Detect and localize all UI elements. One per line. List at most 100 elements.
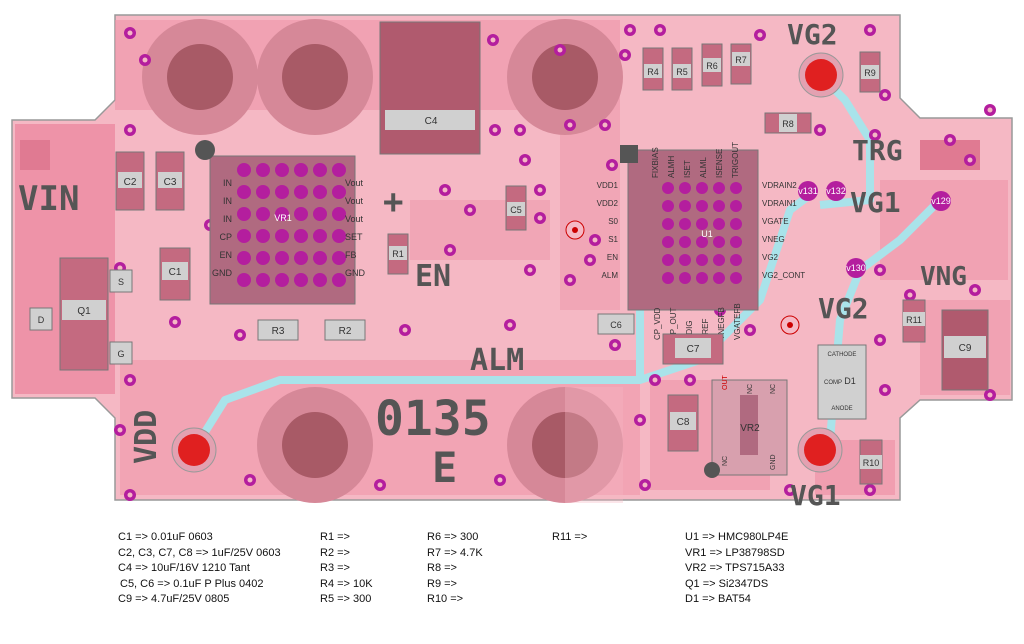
u1-thermal-via bbox=[730, 182, 742, 194]
c9-label: C9 bbox=[959, 343, 972, 354]
via-hole bbox=[172, 319, 178, 325]
u1-pin-label: EN bbox=[607, 253, 618, 262]
bom-line: C9 => 4.7uF/25V 0805 bbox=[118, 593, 230, 606]
q1-pin-s: S bbox=[118, 277, 124, 287]
u1-pin-label: VDRAIN2 bbox=[762, 181, 797, 190]
via-hole bbox=[142, 57, 148, 63]
r6-resistor: R6 bbox=[701, 43, 723, 87]
via-hole bbox=[947, 137, 953, 143]
c8-capacitor: C8 bbox=[667, 394, 699, 452]
via-hole bbox=[757, 32, 763, 38]
u1-thermal-via bbox=[662, 200, 674, 212]
u1-thermal-via bbox=[662, 182, 674, 194]
u1-pin-label: ALMH bbox=[667, 156, 676, 178]
via-hole bbox=[882, 387, 888, 393]
r2-resistor: R2 bbox=[324, 319, 366, 341]
c4-label: C4 bbox=[425, 116, 438, 127]
r8-resistor: R8 bbox=[764, 112, 812, 134]
r3-resistor: R3 bbox=[257, 319, 299, 341]
u1-thermal-via bbox=[679, 272, 691, 284]
u1-thermal-via bbox=[679, 236, 691, 248]
u1-thermal-via bbox=[662, 272, 674, 284]
via-hole bbox=[627, 27, 633, 33]
vr1-pin-label: Vout bbox=[345, 214, 364, 224]
via-hole bbox=[567, 122, 573, 128]
vr1-thermal-via bbox=[332, 229, 346, 243]
r10-resistor: R10 bbox=[859, 439, 883, 485]
bom-column-capacitors: C1 => 0.01uF 0603 C2, C3, C7, C8 => 1uF/… bbox=[118, 530, 281, 608]
via-hole bbox=[527, 267, 533, 273]
via-hole bbox=[687, 377, 693, 383]
q1-pin-d: D bbox=[38, 315, 45, 325]
u1-pin-label: VDD1 bbox=[597, 181, 619, 190]
via-hole bbox=[967, 157, 973, 163]
u1-thermal-via bbox=[713, 200, 725, 212]
vr1-thermal-via bbox=[313, 207, 327, 221]
vr1-pin-label: IN bbox=[223, 196, 232, 206]
vr1-thermal-via bbox=[275, 229, 289, 243]
via-hole bbox=[652, 377, 658, 383]
vr1-thermal-via bbox=[313, 273, 327, 287]
vr1-thermal-via bbox=[332, 251, 346, 265]
bom-column-r1-r5: R1 => R2 => R3 => R4 => 10K R5 => 300 bbox=[320, 530, 373, 608]
via-hole bbox=[537, 187, 543, 193]
c7-label: C7 bbox=[687, 344, 700, 355]
u1-pin-label: CP_OUT bbox=[669, 307, 678, 340]
vr1-thermal-via bbox=[237, 273, 251, 287]
vr1-thermal-via bbox=[256, 185, 270, 199]
via-hole bbox=[877, 337, 883, 343]
r10-label: R10 bbox=[863, 458, 880, 468]
vr1-pin-label: CP bbox=[219, 232, 232, 242]
vin-label: VIN bbox=[18, 179, 79, 219]
via-hole bbox=[612, 342, 618, 348]
vg2-top-label: VG2 bbox=[787, 18, 838, 51]
u1-thermal-via bbox=[730, 254, 742, 266]
via-hole bbox=[127, 127, 133, 133]
via-hole bbox=[882, 92, 888, 98]
alm-label: ALM bbox=[470, 343, 524, 378]
vr2-pin-nc2: NC bbox=[770, 384, 777, 394]
bom-line: VR1 => LP38798SD bbox=[685, 546, 785, 559]
r1-label: R1 bbox=[392, 249, 404, 259]
vr1-thermal-via bbox=[332, 207, 346, 221]
bom-line: R3 => bbox=[320, 562, 350, 575]
vr1-thermal-via bbox=[332, 163, 346, 177]
vr1-thermal-via bbox=[237, 251, 251, 265]
via-hole bbox=[867, 487, 873, 493]
vr1-thermal-via bbox=[256, 207, 270, 221]
r4-resistor: R4 bbox=[642, 47, 664, 91]
u1-thermal-via bbox=[730, 200, 742, 212]
bom-line: R2 => bbox=[320, 546, 350, 559]
via-hole bbox=[492, 127, 498, 133]
u1-pin-label: VDIG bbox=[685, 320, 694, 340]
u1-pin-label: ISET bbox=[683, 160, 692, 178]
vr1-thermal-via bbox=[313, 185, 327, 199]
u1-pin-label: VNEGFB bbox=[717, 307, 726, 340]
via-v131: v131 bbox=[798, 186, 818, 196]
bom-line: R9 => bbox=[427, 577, 457, 590]
bom-line: R11 => bbox=[552, 531, 588, 543]
vng-label: VNG bbox=[920, 262, 967, 292]
r6-label: R6 bbox=[706, 61, 718, 71]
via-hole bbox=[877, 267, 883, 273]
r3-label: R3 bbox=[272, 326, 285, 337]
u1-thermal-via bbox=[713, 218, 725, 230]
u1-thermal-via bbox=[730, 236, 742, 248]
c6-capacitor: C6 bbox=[597, 313, 635, 335]
via-hole bbox=[117, 427, 123, 433]
bom-line: C1 => 0.01uF 0603 bbox=[118, 531, 213, 543]
via-hole bbox=[987, 392, 993, 398]
r11-label: R11 bbox=[906, 315, 922, 325]
u1-thermal-via bbox=[662, 218, 674, 230]
vr1-thermal-via bbox=[275, 207, 289, 221]
u1-thermal-via bbox=[696, 254, 708, 266]
c1-capacitor: C1 bbox=[159, 247, 191, 301]
u1-pin-label: VGATEFB bbox=[733, 303, 742, 340]
c4-capacitor: C4 bbox=[379, 21, 481, 155]
vr1-pin-label: IN bbox=[223, 178, 232, 188]
bom-line: R4 => 10K bbox=[320, 577, 373, 590]
u1-thermal-via bbox=[696, 182, 708, 194]
d1-pin-cathode: CATHODE bbox=[828, 352, 857, 358]
bom-line: R5 => 300 bbox=[320, 593, 372, 606]
